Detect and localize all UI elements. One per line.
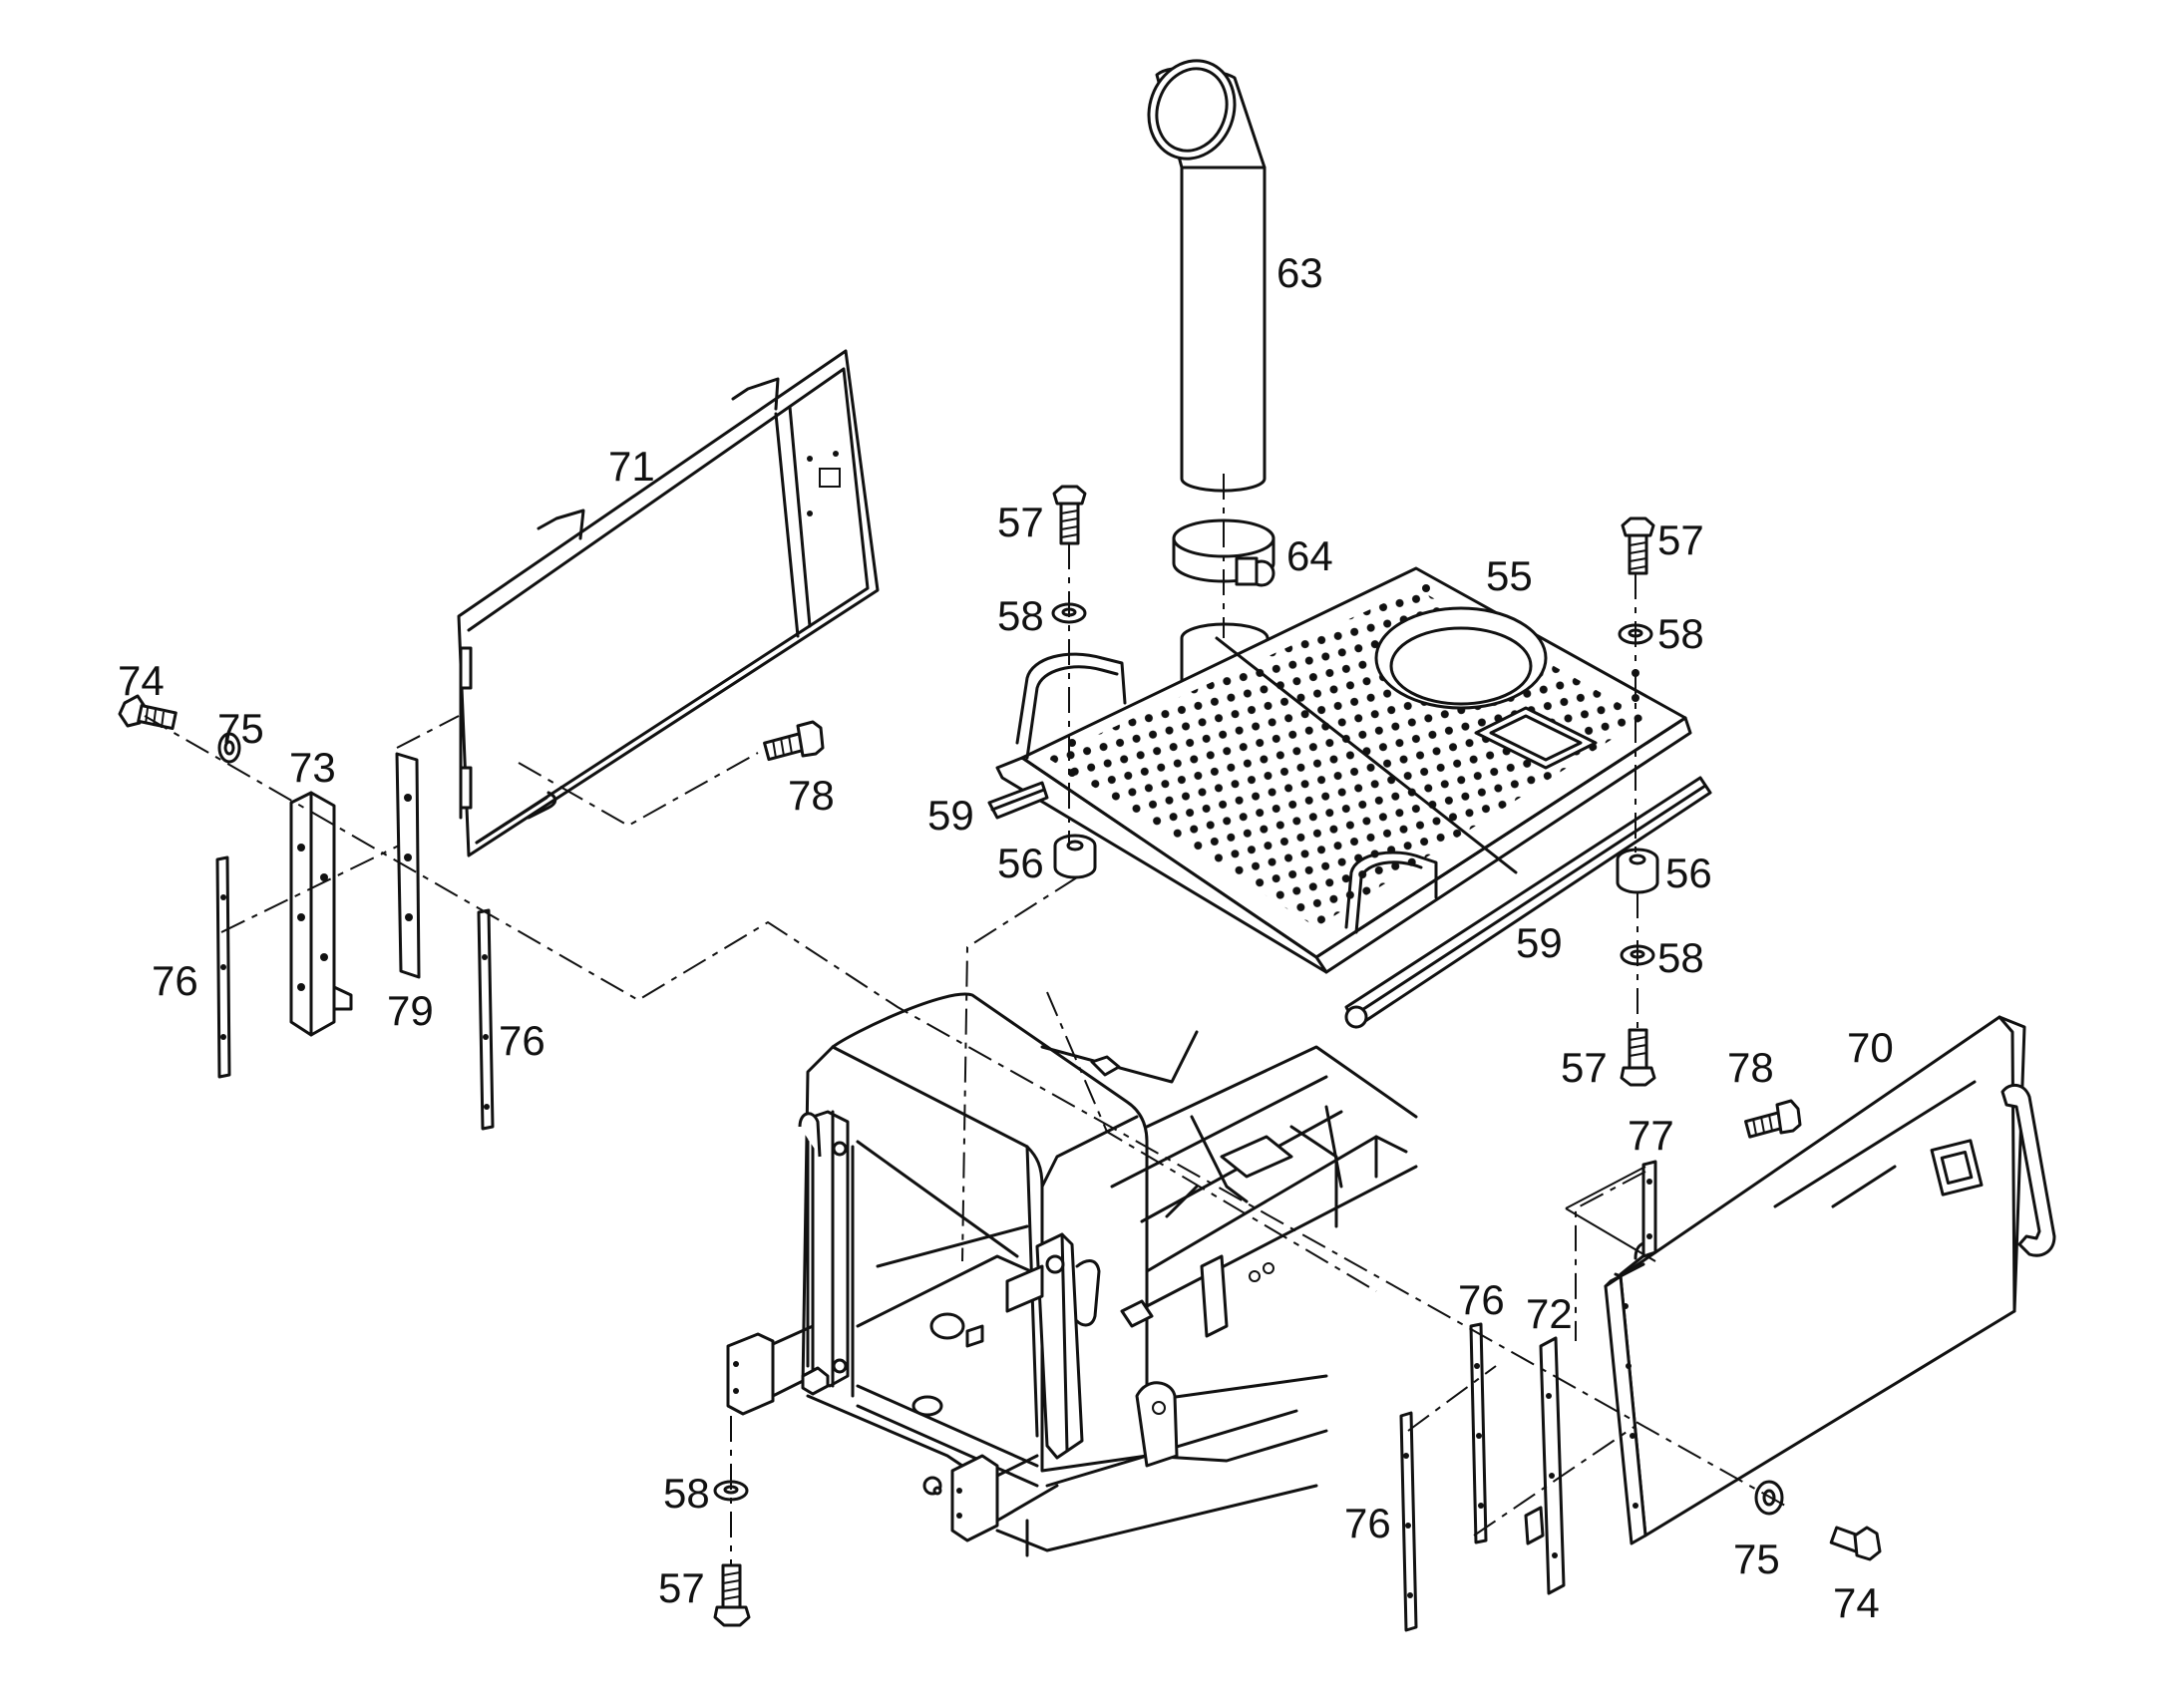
bolt-57-lower-left	[713, 1563, 751, 1627]
callout-74: 74	[1833, 1579, 1880, 1626]
strip-76-center-left	[477, 908, 495, 1131]
strip-76-lower-right-a	[1469, 1322, 1488, 1544]
callout-56: 56	[1665, 850, 1712, 896]
callout-59: 59	[927, 792, 974, 839]
callout-76: 76	[152, 957, 198, 1004]
rubber-mount-56-left	[1053, 834, 1097, 879]
top-plate-55	[995, 566, 1692, 974]
strip-79	[395, 752, 421, 979]
callout-labels: 63 71 57 64 55 57 58 58 74 75 73 78 59 5…	[118, 249, 1894, 1626]
bolt-57-upper-right	[1621, 516, 1655, 575]
callout-55: 55	[1486, 552, 1533, 599]
callout-76: 76	[499, 1017, 545, 1064]
bolt-57-lower-right	[1620, 1028, 1656, 1087]
bolt-78-lower	[1744, 1099, 1802, 1139]
bolt-74-upper-left	[118, 694, 178, 731]
bolt-78-upper	[763, 720, 825, 762]
callout-57: 57	[1561, 1044, 1608, 1091]
callout-70: 70	[1847, 1024, 1894, 1071]
callout-56: 56	[997, 840, 1044, 886]
machine-frame	[726, 992, 1418, 1557]
bolt-57-upper-left	[1052, 485, 1087, 545]
callout-71: 71	[608, 443, 655, 490]
callout-76: 76	[1458, 1276, 1505, 1323]
bolt-74-lower-right	[1829, 1526, 1882, 1561]
seal-strip-59-right	[1344, 776, 1712, 1029]
callout-58: 58	[1657, 610, 1704, 657]
rubber-mount-56-right	[1616, 848, 1659, 894]
callout-72: 72	[1526, 1290, 1573, 1337]
callout-77: 77	[1628, 1112, 1674, 1159]
strip-72	[1524, 1336, 1566, 1595]
side-panel-70	[1604, 1015, 2056, 1545]
callout-58: 58	[1657, 934, 1704, 981]
strip-76-lower-right-b	[1399, 1411, 1418, 1632]
callout-57: 57	[997, 499, 1044, 545]
callout-58: 58	[663, 1470, 710, 1517]
strip-77	[1641, 1160, 1657, 1258]
callout-76: 76	[1344, 1500, 1391, 1546]
callout-75: 75	[1733, 1536, 1780, 1582]
callout-78: 78	[788, 772, 835, 819]
callout-59: 59	[1516, 919, 1563, 966]
callout-63: 63	[1276, 249, 1323, 296]
radiator-panel-71	[457, 349, 880, 857]
callout-57: 57	[658, 1564, 705, 1611]
callout-79: 79	[387, 987, 434, 1034]
callout-75: 75	[217, 705, 264, 752]
bracket-73	[289, 791, 353, 1037]
strip-76-far-left	[215, 855, 231, 1079]
callout-58: 58	[997, 592, 1044, 639]
callout-64: 64	[1286, 532, 1333, 579]
exhaust-pipe-63	[1147, 59, 1267, 493]
seal-strip-59-left	[987, 781, 1049, 820]
assembly-centerlines	[144, 474, 1786, 1565]
callout-78: 78	[1727, 1044, 1774, 1091]
callout-73: 73	[289, 744, 336, 791]
callout-57: 57	[1657, 516, 1704, 563]
callout-74: 74	[118, 657, 165, 704]
washer-75-upper-left	[217, 732, 241, 764]
